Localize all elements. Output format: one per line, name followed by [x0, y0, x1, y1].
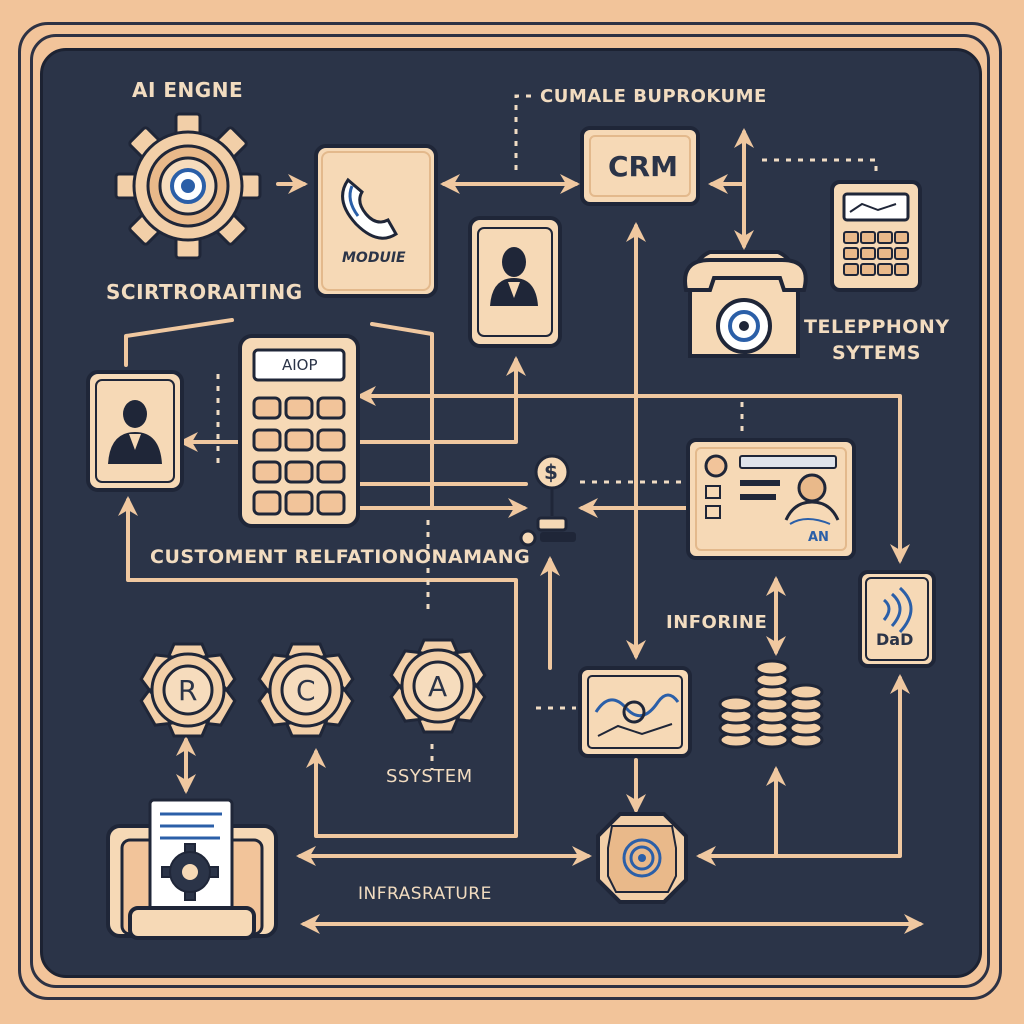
rotary-phone-icon: [683, 250, 808, 358]
phone-handset-icon: [341, 177, 398, 240]
edge-hub-right: [696, 674, 910, 866]
connectors: [118, 128, 924, 934]
edge-keypad-contact: [358, 356, 526, 444]
label-gear-a: A: [428, 670, 448, 703]
keypad-icon: [238, 334, 360, 528]
edge-keypad-right: [356, 386, 910, 564]
person-card-icon: [468, 216, 562, 348]
label-cumale: CUMALE BUPROKUME: [540, 86, 767, 107]
server-document-gear-icon: [106, 798, 278, 940]
coin-stack-icon: [718, 659, 824, 749]
label-dad: DaD: [876, 630, 914, 649]
dashed-connectors: [216, 94, 878, 770]
gear-r-icon: [139, 642, 237, 738]
gear-c-icon: [257, 642, 355, 738]
label-crm: CRM: [608, 150, 678, 183]
gear-a-icon: [389, 638, 487, 734]
label-aiop: AIOP: [282, 356, 318, 374]
label-gear-c: C: [296, 674, 316, 707]
dash-telephony: [762, 158, 878, 176]
gear-eye-icon: [114, 112, 262, 260]
label-systems: SYTEMS: [832, 342, 921, 364]
crm-box-icon: [580, 126, 700, 206]
label-dollar: $: [544, 460, 558, 484]
label-inforine: INFORINE: [666, 612, 768, 633]
wifi-device-icon: [858, 570, 936, 668]
edge-module-down: [370, 322, 434, 508]
outer-frame: [18, 22, 1002, 1000]
label-module: MODUIE: [342, 250, 406, 266]
dollar-node-icon: [519, 454, 576, 547]
calculator-icon: [830, 180, 922, 292]
edge-left-card-loop: [124, 318, 234, 367]
inner-frame: [30, 34, 990, 988]
hub-fingerprint-icon: [596, 812, 688, 904]
id-card-icon: [686, 438, 856, 560]
dash-top: [514, 94, 534, 170]
label-gear-r: R: [178, 674, 198, 707]
label-ai-engine: AI ENGNE: [132, 78, 244, 102]
label-scriptwriting: SCIRTRORAITING: [106, 280, 303, 304]
module-tile: [314, 144, 438, 298]
edge-big-loop: [118, 496, 518, 838]
person-tile-icon: [86, 370, 184, 492]
map-tile-icon: [578, 666, 692, 758]
label-ssystem: SSYSTEM: [386, 766, 473, 787]
label-infrastructure: INFRASRATURE: [358, 884, 492, 904]
label-telephony: TELEPPHONY: [804, 316, 950, 338]
label-customer-relationship: CUSTOMENT RELFATIONONAMANG: [150, 546, 531, 568]
label-an: AN: [808, 530, 829, 545]
